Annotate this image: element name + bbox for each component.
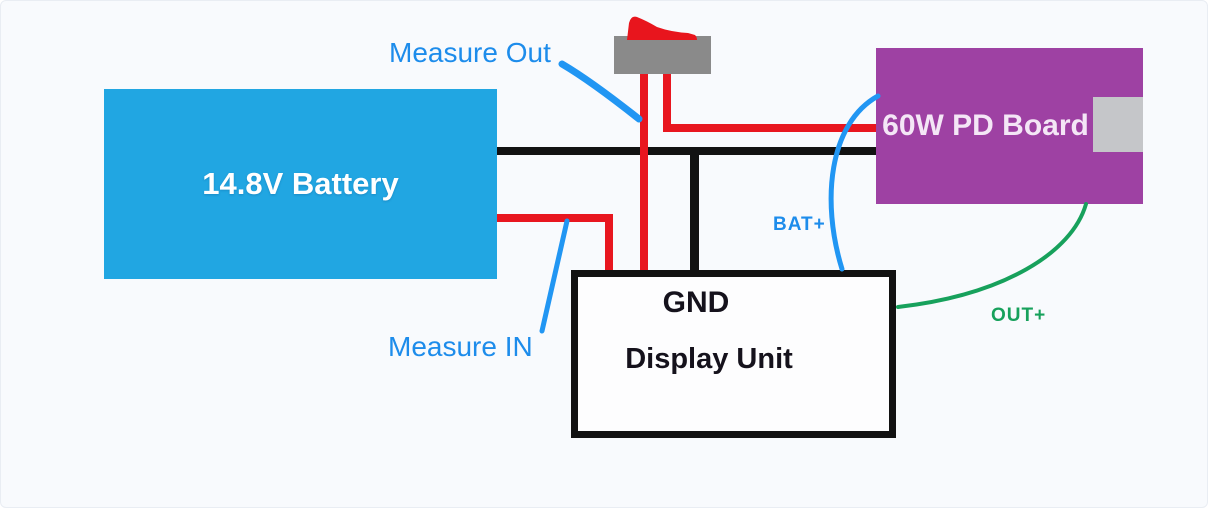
- battery-label: 14.8V Battery: [202, 166, 399, 201]
- display-unit-label: Display Unit: [625, 343, 793, 375]
- battery-box: 14.8V Battery: [104, 89, 497, 279]
- measure-out-label: Measure Out: [389, 37, 551, 68]
- gnd-label: GND: [662, 286, 730, 319]
- wire-black-gnd-drop-to-display: [690, 147, 699, 271]
- wire-green-out-plus: [896, 202, 1088, 309]
- wire-red-switch-to-board-horizontal: [663, 124, 878, 132]
- wire-blue-bat-plus: [828, 93, 881, 272]
- wire-red-battery-to-display-horizontal: [496, 214, 613, 222]
- bat-plus-label: BAT+: [773, 214, 826, 235]
- pd-board-label: 60W PD Board: [882, 109, 1089, 142]
- wire-red-switch-to-board-vertical: [663, 72, 671, 129]
- usb-connector-icon: [1093, 97, 1143, 152]
- wire-red-battery-to-display-vertical: [605, 214, 613, 271]
- display-unit-box: GND Display Unit: [571, 270, 896, 438]
- out-plus-label: OUT+: [991, 305, 1047, 326]
- measure-in-pointer-line: [539, 218, 570, 334]
- wire-black-gnd-bus: [496, 147, 878, 155]
- wire-red-switch-to-display: [640, 72, 648, 271]
- measure-in-label: Measure IN: [388, 331, 533, 362]
- rocker-switch-body: [614, 36, 711, 74]
